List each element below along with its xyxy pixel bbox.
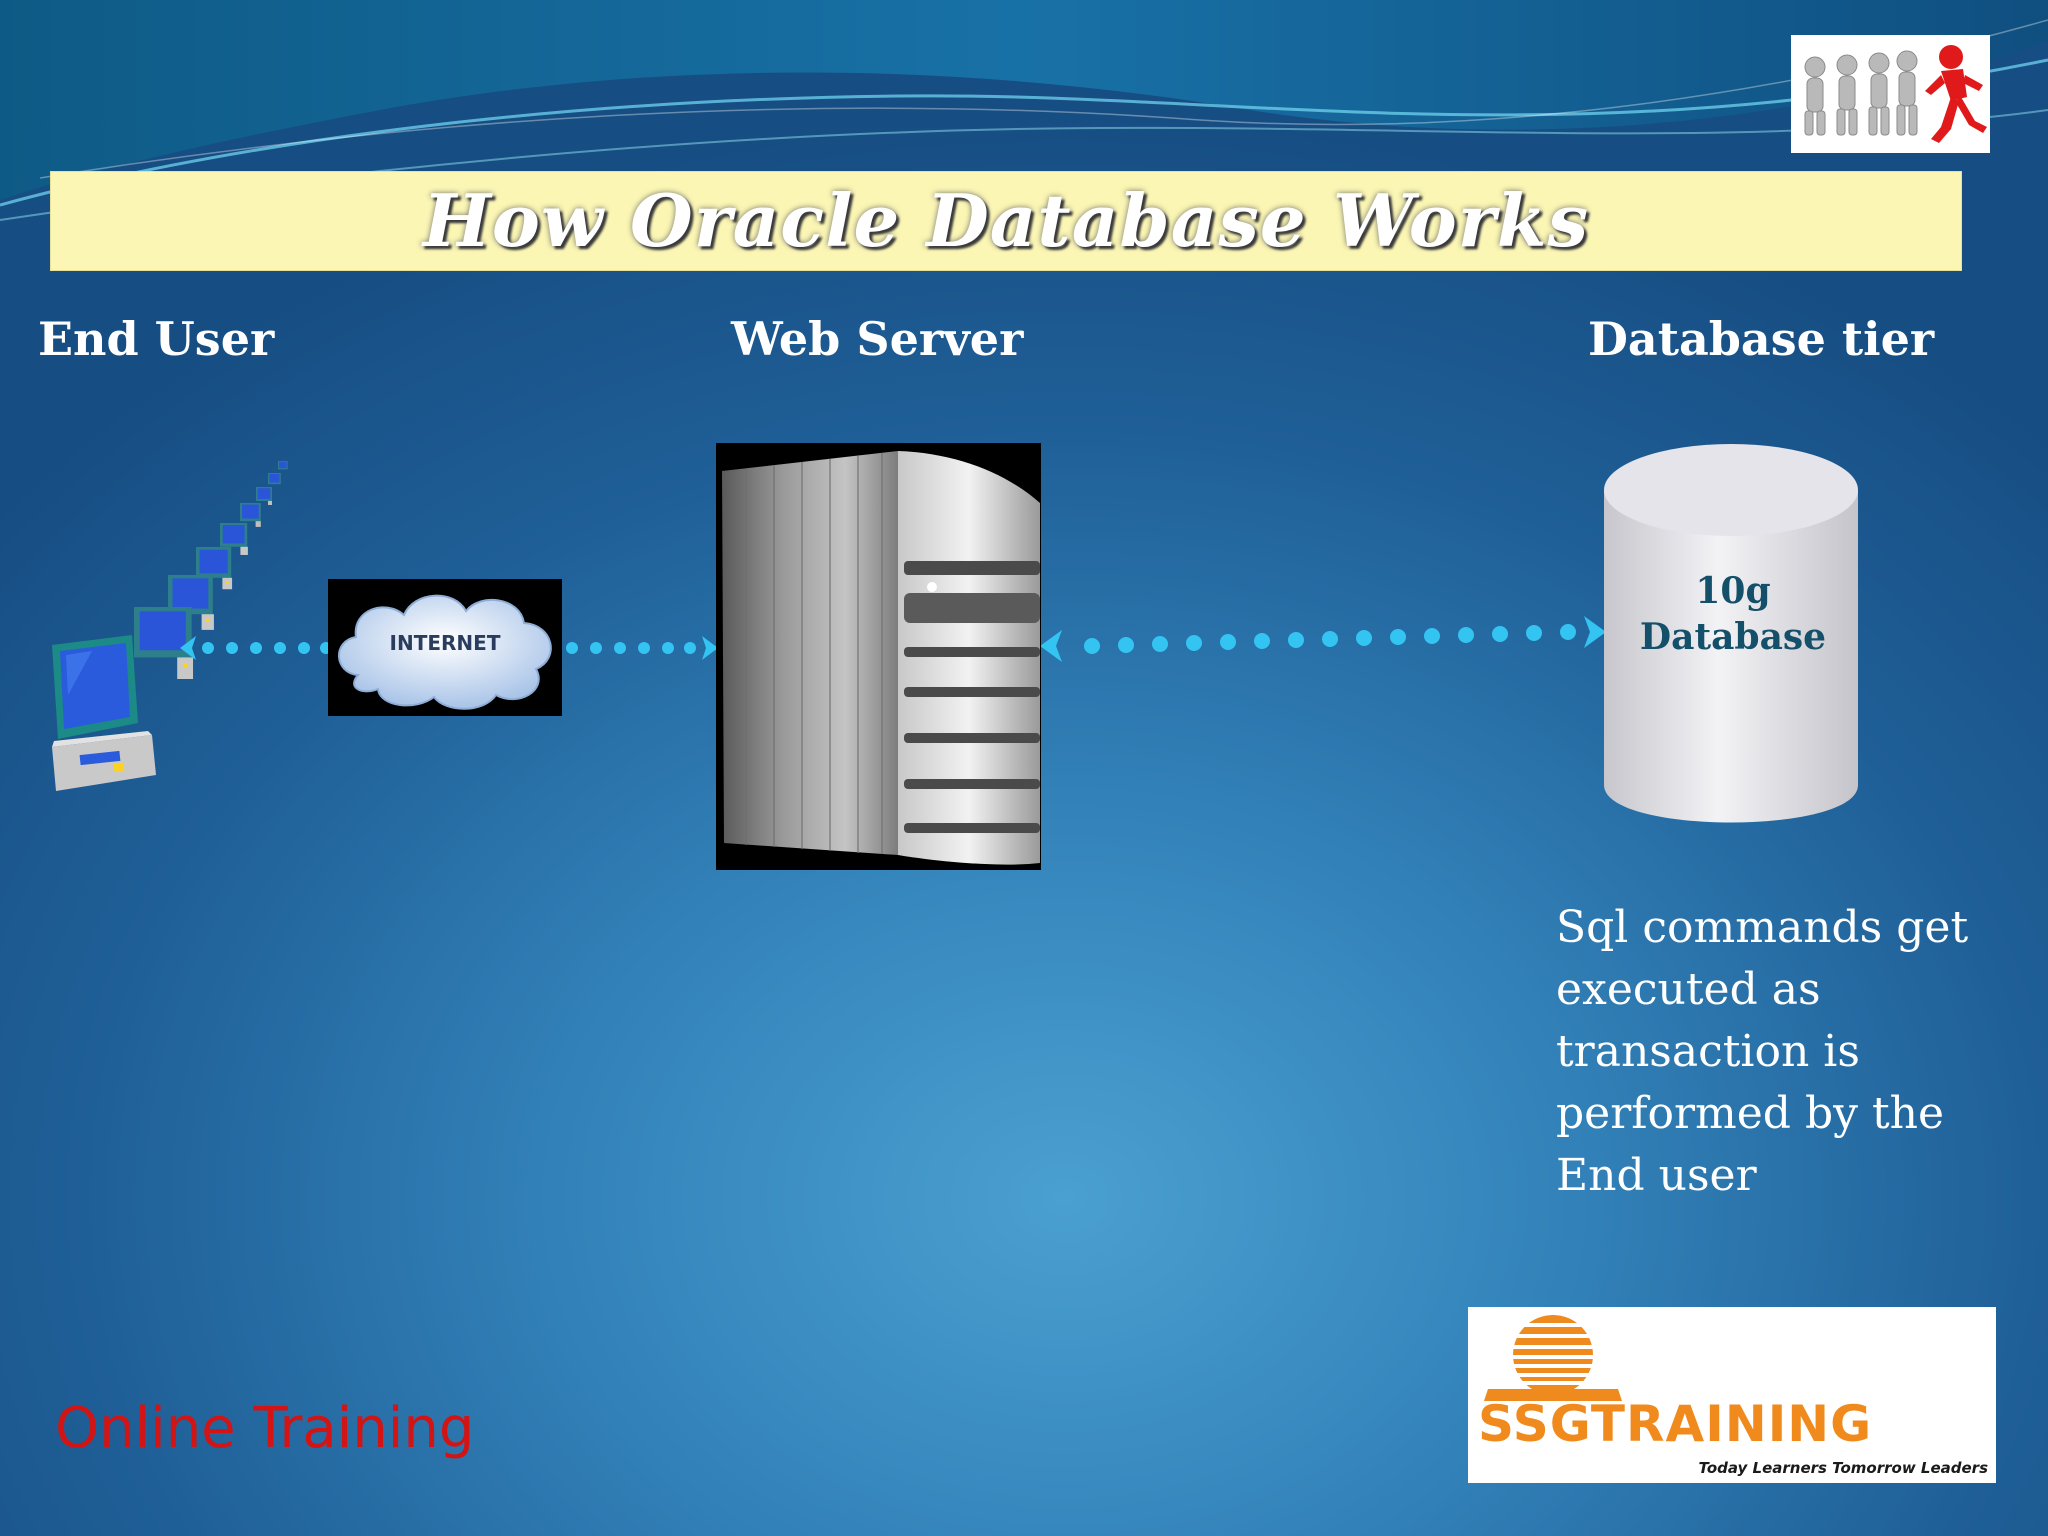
- server-tower-icon: [722, 451, 1040, 865]
- description-text: Sql commands get executed as transaction…: [1556, 902, 1969, 1201]
- tier-label-end-user: End User: [38, 312, 275, 366]
- web-server: [716, 443, 1041, 870]
- tier-label-web-server: Web Server: [731, 312, 1024, 366]
- connector-internet-server: [566, 636, 718, 660]
- brand-tagline: Today Learners Tomorrow Leaders: [1698, 1459, 1988, 1477]
- database-label: 10g Database: [1605, 568, 1861, 660]
- database-name: Database: [1639, 616, 1827, 658]
- database-cylinder-icon: [1604, 444, 1858, 823]
- running-people-icon: [1804, 45, 1987, 143]
- page-title: How Oracle Database Works: [422, 178, 1590, 263]
- footer-online-training: Online Training: [55, 1396, 475, 1461]
- computers-icon: [52, 461, 288, 791]
- ssg-training-logo: SSGTRAINING Today Learners Tomorrow Lead…: [1468, 1307, 1996, 1483]
- title-banner: How Oracle Database Works: [50, 171, 1962, 271]
- database-version: 10g: [1695, 570, 1771, 612]
- tier-label-database: Database tier: [1588, 312, 1935, 366]
- team-logo: [1791, 35, 1990, 153]
- connector-server-database: [1040, 616, 1606, 662]
- internet-label: INTERNET: [389, 631, 501, 655]
- internet-cloud: INTERNET: [328, 579, 562, 716]
- sun-logo-icon: [1484, 1315, 1622, 1401]
- cloud-icon: [338, 594, 552, 710]
- brand-name: SSGTRAINING: [1478, 1395, 1873, 1453]
- connector-user-internet: [180, 636, 332, 660]
